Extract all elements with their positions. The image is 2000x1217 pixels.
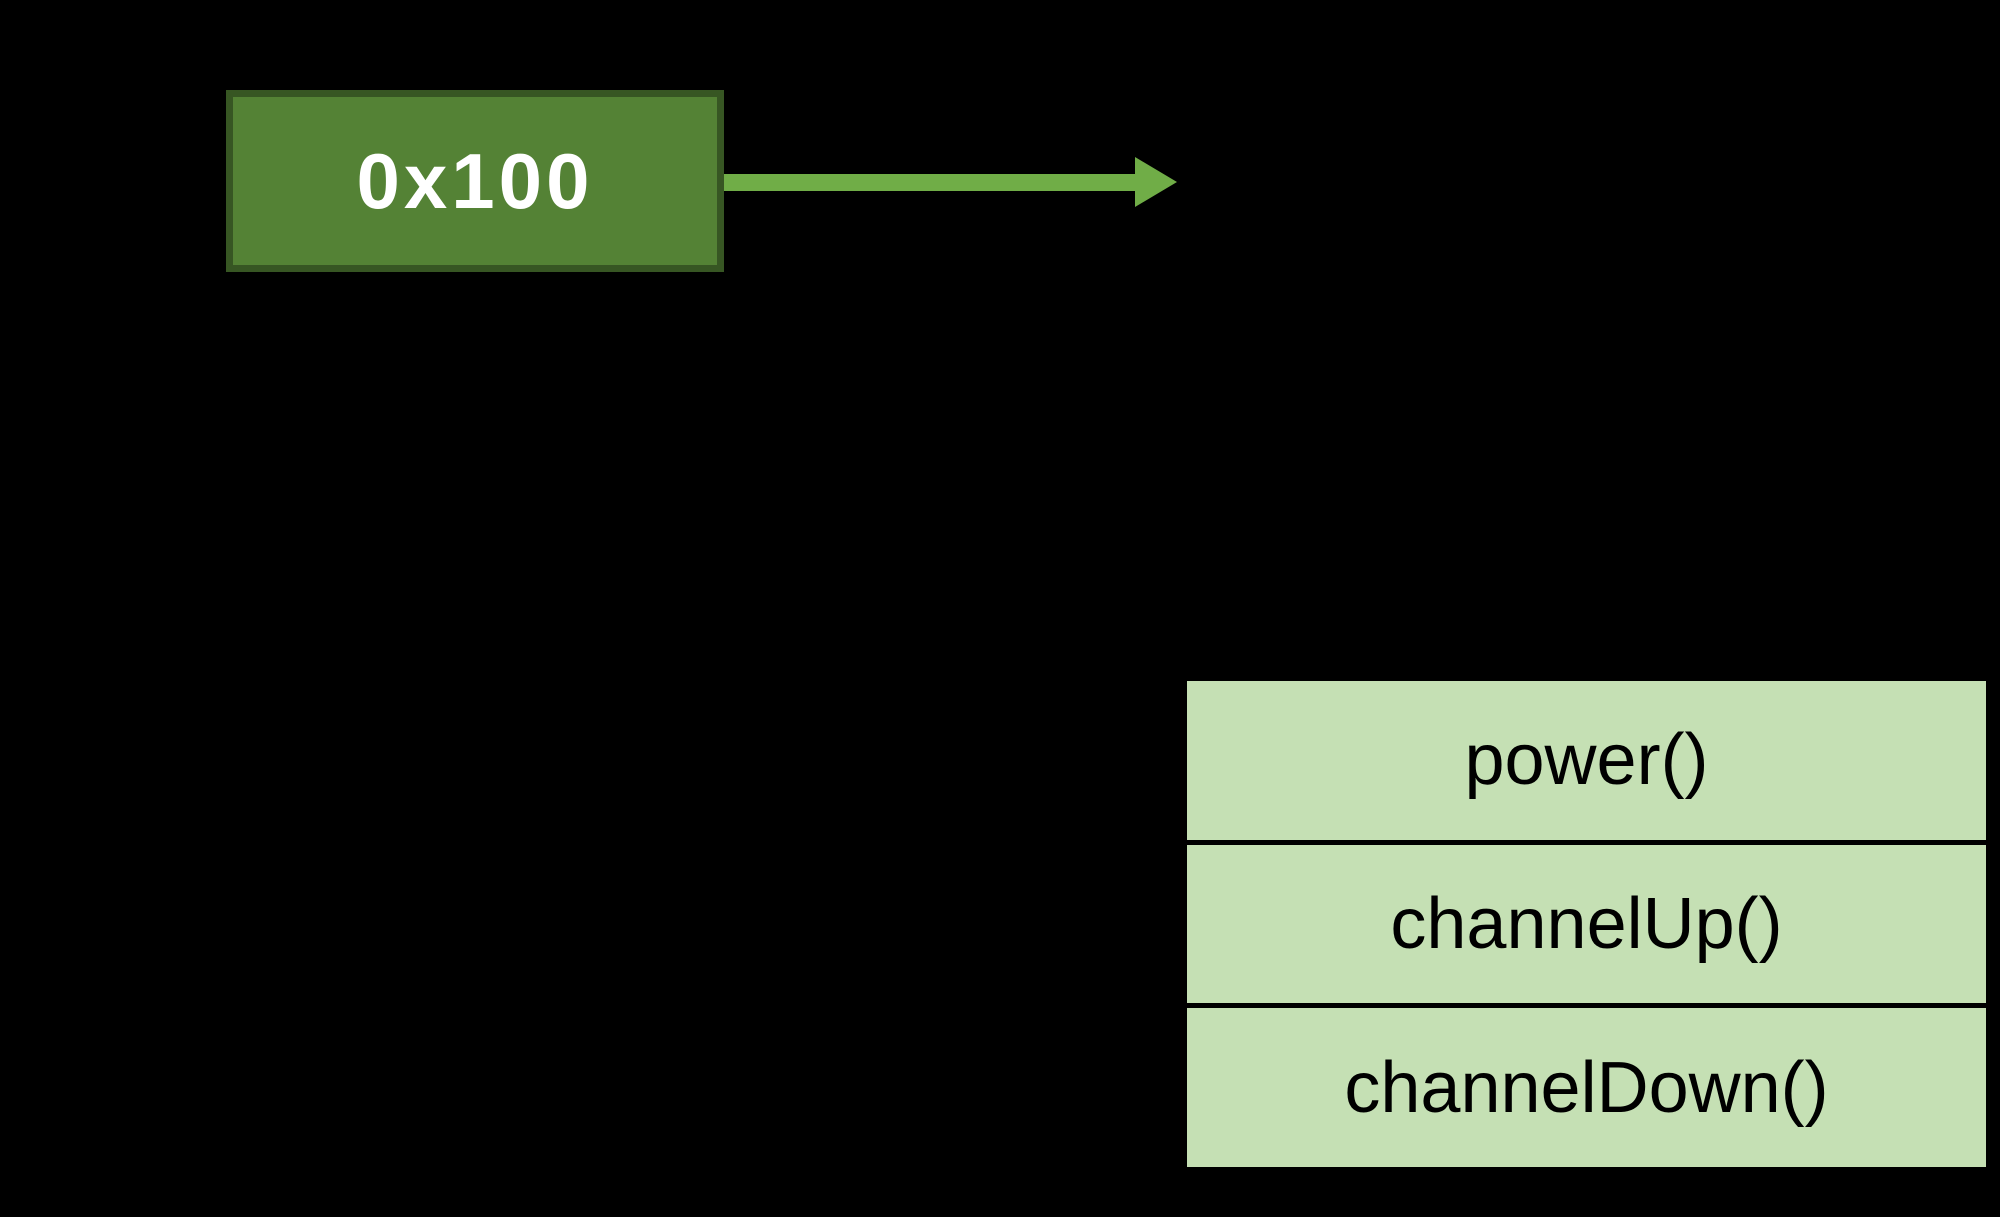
method-label-channel-down: channelDown() <box>1344 1047 1829 1128</box>
arrow-shape <box>724 157 1177 207</box>
vtable-pointer-box: 0x100 <box>226 90 724 272</box>
table-row: channelUp() <box>1187 839 1986 1004</box>
vtable: power() channelUp() channelDown() <box>1183 677 1990 1171</box>
pointer-address-label: 0x100 <box>356 137 594 225</box>
right-arrow-icon <box>724 157 1177 207</box>
table-row: channelDown() <box>1187 1003 1986 1167</box>
method-label-channel-up: channelUp() <box>1390 884 1783 964</box>
method-label-power: power() <box>1464 720 1709 801</box>
table-row: power() <box>1187 681 1986 840</box>
